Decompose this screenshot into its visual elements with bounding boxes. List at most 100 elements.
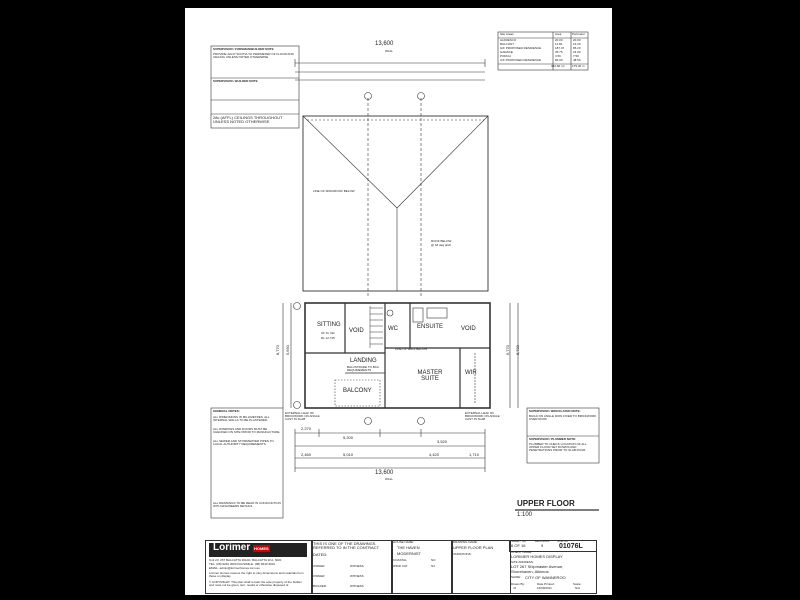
areas-header-area: Area <box>555 32 562 36</box>
house-panel <box>391 540 453 594</box>
right-height-dimension: 8,720 <box>514 345 520 356</box>
bottom-dimension-3: 3,520 <box>437 439 448 444</box>
areas-total-area: 342.60 m² <box>551 64 565 68</box>
general-note-2: ALL WINDOWS AND DOORS MUST BE CHECKED ON… <box>213 427 281 435</box>
client-label: CLIENT NAME: <box>511 550 532 554</box>
roof-hip-line <box>302 115 398 209</box>
areas-row-perimeter: 24.00 <box>573 50 581 54</box>
general-note-4: ALL DRAWINGS TO BE READ IN CONJUNCTION W… <box>213 501 281 509</box>
owner-label-2: OWNER <box>313 574 325 578</box>
cabinet-note-title: SUPERVISOR / BRICKLAYER NOTE: <box>529 409 581 413</box>
date-label: Date Printed: <box>537 582 555 586</box>
room-wc: WC <box>388 326 398 332</box>
areas-row-perimeter: 48.50 <box>573 58 581 62</box>
room-void-right: VOID <box>461 326 476 332</box>
company-copyright: © COPYRIGHT: This plan shall remain the … <box>209 580 302 588</box>
company-address-3: EMAIL: admin@lorimerhomes.com.au <box>209 566 260 570</box>
room-void-left: VOID <box>349 328 364 334</box>
areas-row-area: 3.56 <box>555 54 561 58</box>
bottom-dimension-1: 2,270 <box>301 426 312 431</box>
company-disclaimer: Lorimer Homes reserve the right to vary … <box>209 571 304 579</box>
house-name-label: HOUSE NAME: <box>393 540 415 544</box>
line-below-note: LINE OF SPAN/ROOF BELOW <box>313 189 355 193</box>
ceilings-note: 28c (AFFL) CEILINGS THROUGHOUT UNLESS NO… <box>213 115 283 125</box>
room-landing: LANDING <box>350 358 377 364</box>
job-label: JOB No: <box>557 539 569 543</box>
sheet-panel <box>509 540 597 552</box>
areas-row-name: U/F PROPOSED RESIDENCE <box>500 58 542 62</box>
areas-row-name: G/F PROPOSED RESIDENCE <box>500 46 542 50</box>
wind-label: WIND CAT <box>393 564 408 568</box>
sheet-number: 6 OF 16 <box>511 543 526 548</box>
house-name: THE HAVEN <box>397 545 420 550</box>
roof-below-label: ROOF BELOW <box>431 239 452 243</box>
cabinet-note-body: BUILD ON ANGLE IRON FIXED TO BRICKWORK O… <box>529 414 597 422</box>
general-note-3: ALL SEWER AND STORMWATER PIPES TO LOCAL … <box>213 439 274 447</box>
line-wall-below-note: LINE OF WALL BELOW <box>395 347 428 351</box>
areas-row-perimeter: 20.00 <box>573 38 581 42</box>
revision-label: REVISION <box>535 539 550 543</box>
areas-row-area: 11.82 <box>555 42 563 46</box>
plumber-note-body: PLUMBER TO CHECK LOCATION OF ALL UPPER F… <box>529 442 587 453</box>
room-sitting: SITTING <box>317 322 341 328</box>
areas-header-perimeter: Perimeter <box>572 32 586 36</box>
contract-panel <box>311 540 393 594</box>
plan-title: UPPER FLOOR <box>517 499 575 508</box>
bottom-dimension-4: 2,460 <box>301 452 312 457</box>
roof-pitch-label: @ 18 deg pitch <box>431 243 452 247</box>
areas-row-area: 84.00 <box>555 58 563 62</box>
plumber-note-title: SUPERVISOR / PLUMBER NOTE: <box>529 437 577 441</box>
roof-outline <box>302 115 489 292</box>
ext-leaf-right-note: EXTERNAL LEAF OF BRICKWORK ON ANGLE CAST… <box>465 411 500 422</box>
bottom-overall-dimension-sub: WALL <box>385 477 394 481</box>
left-height-dimension: 8,770 <box>274 345 280 356</box>
house-style: MODERNIST <box>397 551 421 556</box>
ext-leaf-left-note: EXTERNAL LEAF OF BRICKWORK ON ANGLE CAST… <box>285 411 320 422</box>
areas-row-area: 20.00 <box>555 38 563 42</box>
client-name: LORIMER HOMES DISPLAY <box>511 554 563 559</box>
coastal-value: NO <box>431 558 436 562</box>
company-address-2: TEL: (08) 9240 3000 FACSIMILE: (08) 9240… <box>209 562 276 566</box>
areas-row-area: 187.47 <box>555 46 565 50</box>
drawn-value: JJ <box>513 586 516 590</box>
wind-value: N3 <box>431 564 435 568</box>
areas-total-perimeter: 179.40 m <box>572 64 585 68</box>
bottom-overall-dimension: 13,600 <box>375 470 394 476</box>
variations-label: VARIATIONS: <box>453 552 472 556</box>
areas-row-perimeter: 14.20 <box>573 42 581 46</box>
drawing-panel <box>451 540 511 594</box>
top-overall-dimension-sub: WALL <box>385 49 394 53</box>
site-address-1: LOT 267 Shipmaster Avenue, <box>511 564 564 569</box>
areas-row-name: GARAGE <box>500 50 513 54</box>
areas-header-name: Site Areas <box>500 32 514 36</box>
company-logo: Lorimer HOMES <box>209 542 307 557</box>
logo-text: Lorimer <box>213 542 251 553</box>
drawing-sheet: 13,600 WALL Site Areas Area Perimeter AL… <box>185 8 612 595</box>
room-sitting-rl: RL 12.745 <box>321 336 335 340</box>
date-value: 16/09/2011 <box>537 586 552 590</box>
logo-tag: HOMES <box>253 545 270 552</box>
areas-row-perimeter: 7.50 <box>573 54 579 58</box>
contract-text: THIS IS ONE OF THE DRAWINGS REFERRED TO … <box>313 541 380 551</box>
general-notes-title: GENERAL NOTES: <box>213 409 240 413</box>
drawn-label: Drawn By: <box>511 582 525 586</box>
room-wir: WIR <box>465 370 477 376</box>
shire-label: SHIRE: <box>511 575 522 579</box>
areas-row-area: 35.75 <box>555 50 563 54</box>
plan-scale: 1:100 <box>517 512 533 518</box>
company-panel <box>205 540 313 594</box>
drawing-name: UPPER FLOOR PLAN <box>453 545 494 550</box>
bulkhead-note-title: SUPERVISOR / FOREMAN/BUILDER NOTE <box>213 47 274 51</box>
bottom-dimension-5: 5,010 <box>343 452 354 457</box>
shire-name: CITY OF WANNEROO <box>525 575 566 580</box>
dated-label: DATED: <box>313 552 328 557</box>
areas-row-name: BALCONY <box>500 42 515 46</box>
bottom-dimension-7: 1,710 <box>469 452 480 457</box>
room-balcony: BALCONY <box>343 388 372 394</box>
bottom-dimension-2: 5,200 <box>343 435 354 440</box>
bulkhead-note-body: PROVIDE 42x47 SCOTIA TO PERIMETER OF FLO… <box>213 52 294 60</box>
floor-plan-drawing <box>210 31 600 519</box>
owner-label: OWNER <box>313 564 325 568</box>
areas-row-name: ALFRESCO <box>500 38 517 42</box>
witness-label-2: WITNESS <box>350 574 364 578</box>
